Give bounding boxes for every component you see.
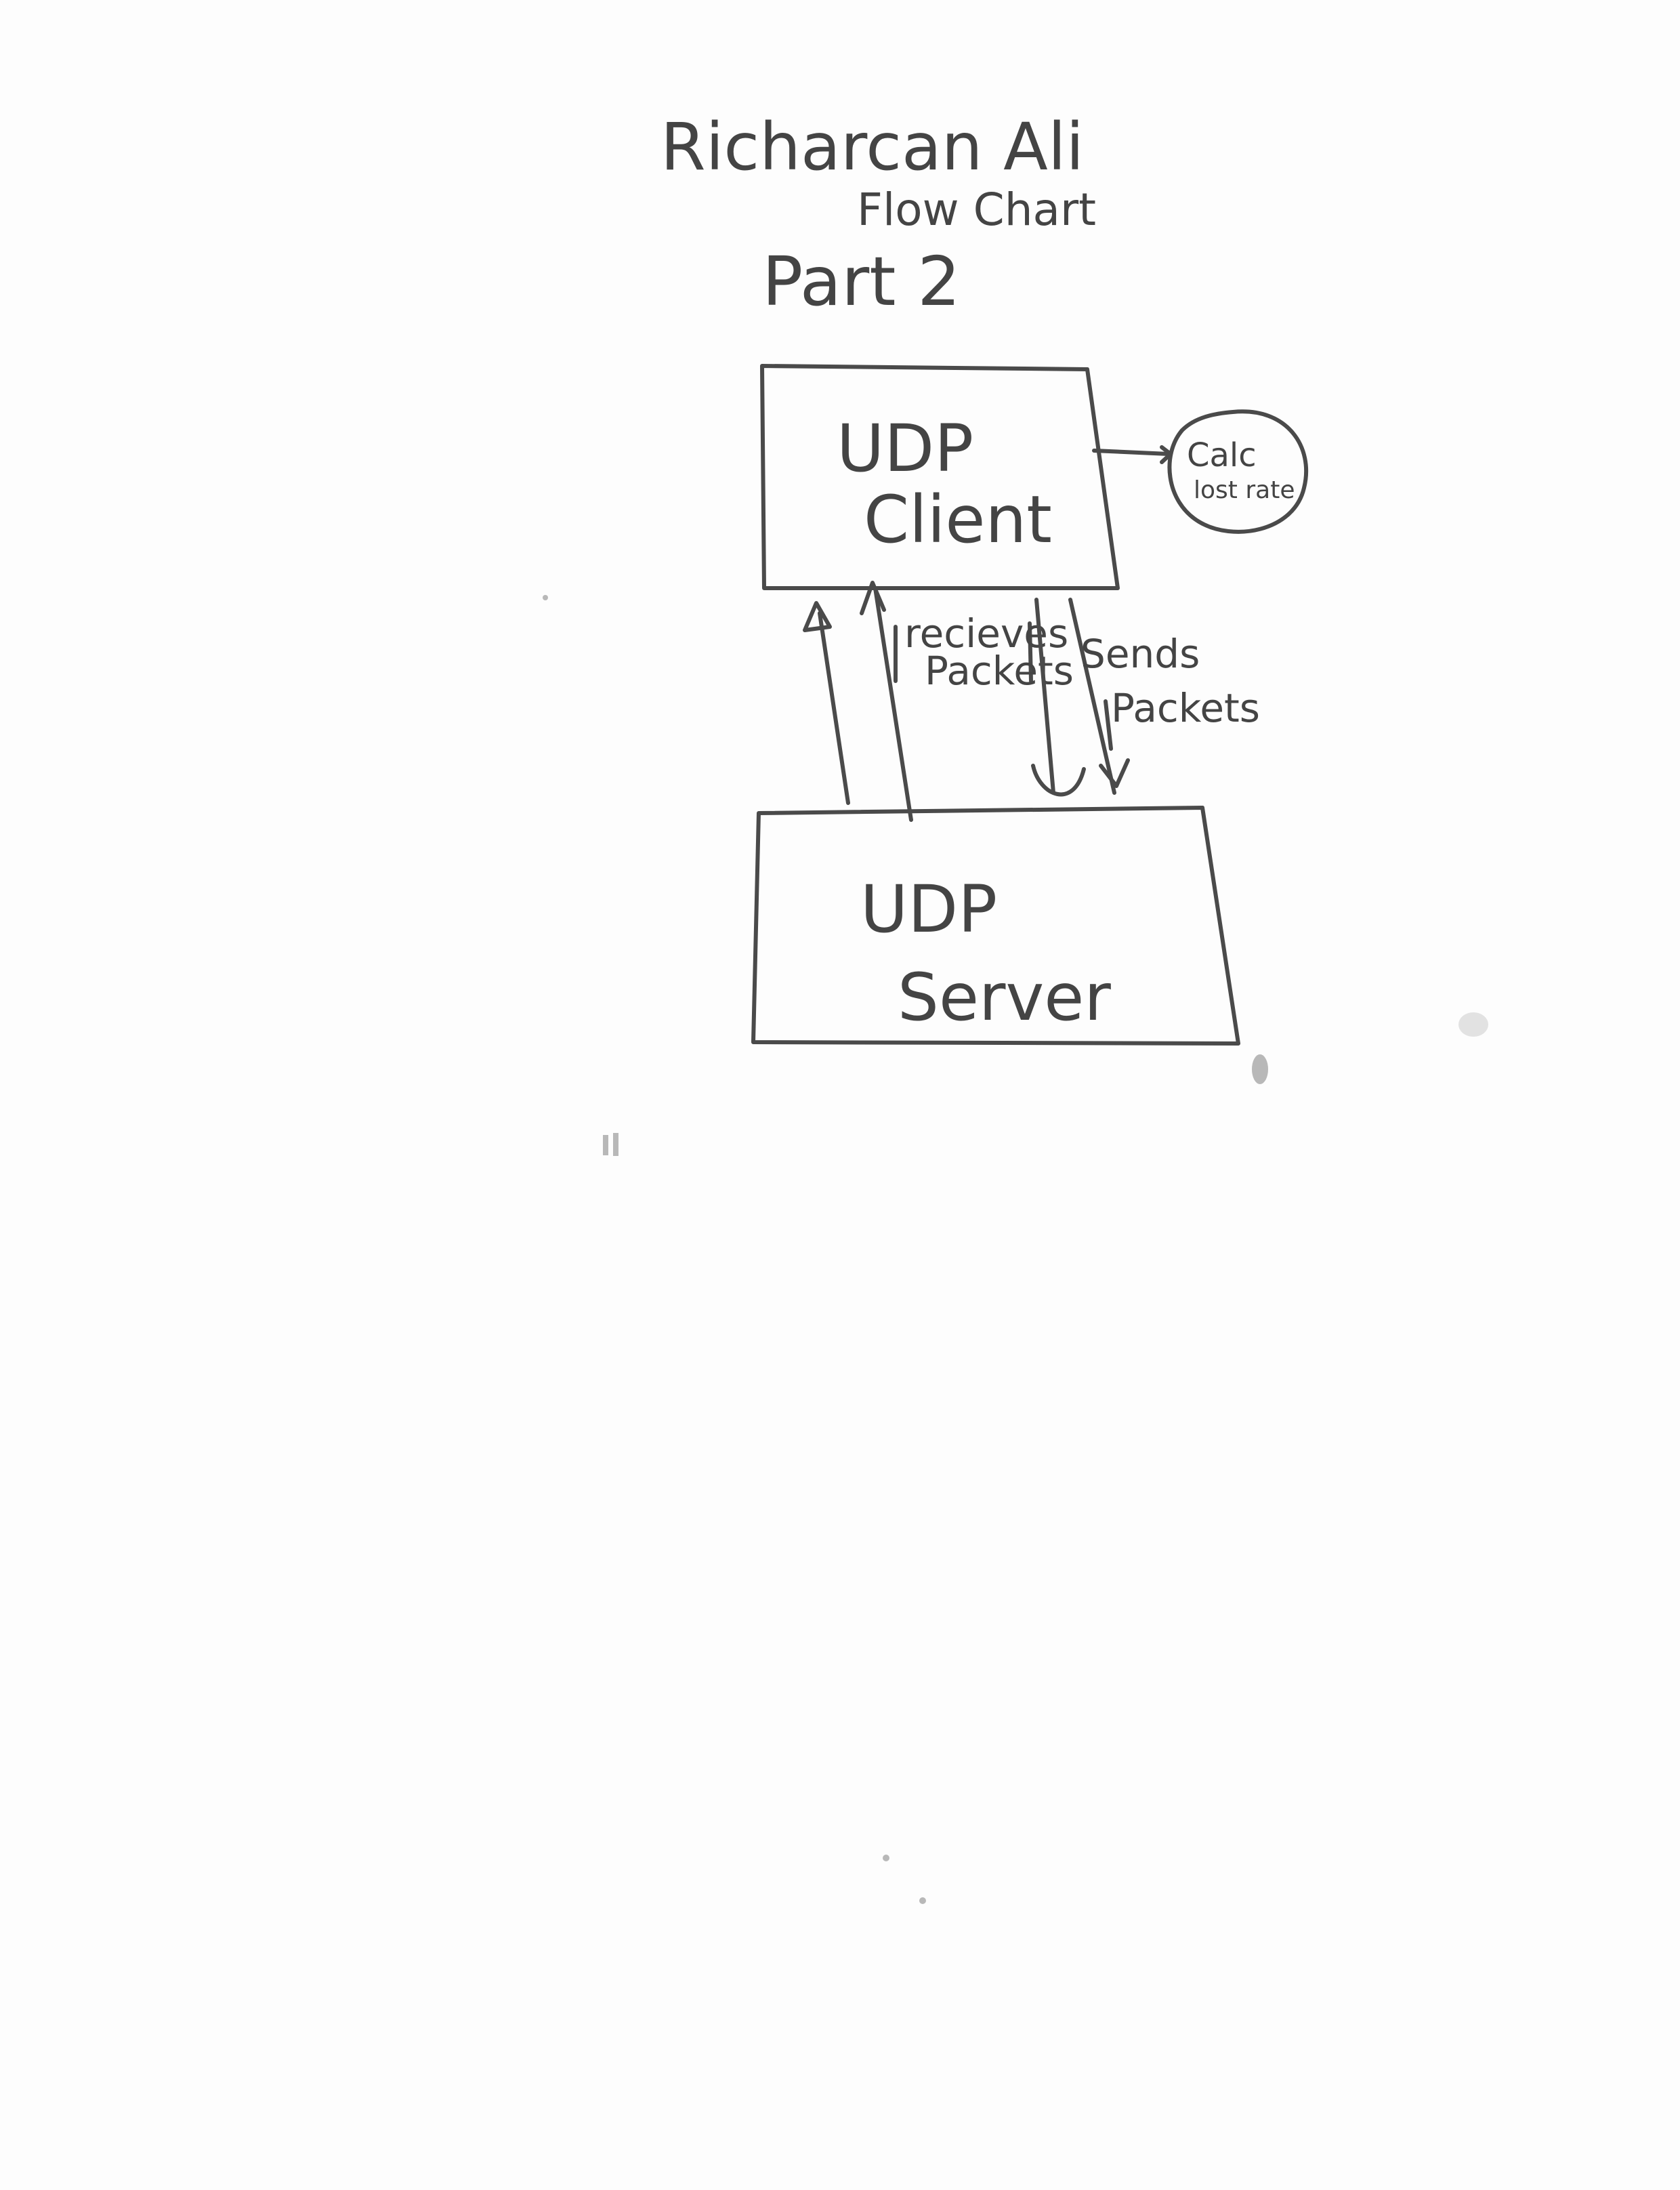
calc-circle-outline [1167, 409, 1309, 534]
chart-subtitle: Flow Chart [857, 184, 1096, 236]
sends-label-bracket [1104, 699, 1113, 751]
receive-arrow-right-head [860, 581, 886, 615]
receive-arrow-left-shaft [818, 611, 850, 805]
smudge-4 [1458, 1012, 1488, 1037]
receives-label-line2: Packets [925, 648, 1074, 694]
server-label-line2: Server [898, 959, 1111, 1035]
client-box-outline [760, 364, 1120, 590]
udp-client-node: UDP Client [760, 364, 1120, 590]
smudge-5 [543, 595, 548, 600]
receive-arrow-right-shaft [873, 586, 913, 822]
receives-packets-arrows [803, 581, 913, 822]
send-arrow-left-head [1031, 764, 1086, 797]
receives-label-bracket-right [1028, 621, 1033, 683]
smudge-1 [1252, 1054, 1268, 1084]
receive-arrow-left-head [803, 601, 832, 632]
part-label: Part 2 [762, 242, 961, 321]
calc-connector-line [1092, 449, 1171, 456]
calc-lost-rate-node: Calc lost rate [1167, 409, 1309, 534]
sends-label-line1: Sends [1080, 631, 1200, 677]
server-box-outline [751, 806, 1240, 1046]
smudge-6 [919, 1897, 926, 1904]
calc-label-line1: Calc [1187, 436, 1257, 474]
server-label-line1: UDP [860, 871, 997, 947]
calc-label-line2: lost rate [1194, 476, 1295, 504]
udp-server-node: UDP Server [751, 806, 1240, 1046]
send-arrow-left-shaft [1034, 598, 1055, 795]
smudge-7 [883, 1855, 889, 1861]
client-label-line1: UDP [837, 411, 973, 487]
sends-label-line2: Packets [1111, 685, 1260, 731]
sends-packets-arrows [1031, 598, 1130, 797]
smudge-2 [603, 1135, 608, 1155]
author-name: Richarcan Ali [660, 109, 1084, 185]
send-arrow-right-shaft [1068, 598, 1116, 795]
smudge-3 [613, 1133, 618, 1156]
client-label-line2: Client [864, 482, 1052, 558]
send-arrow-right-head [1099, 758, 1130, 788]
scan-smudges [543, 595, 1488, 1904]
